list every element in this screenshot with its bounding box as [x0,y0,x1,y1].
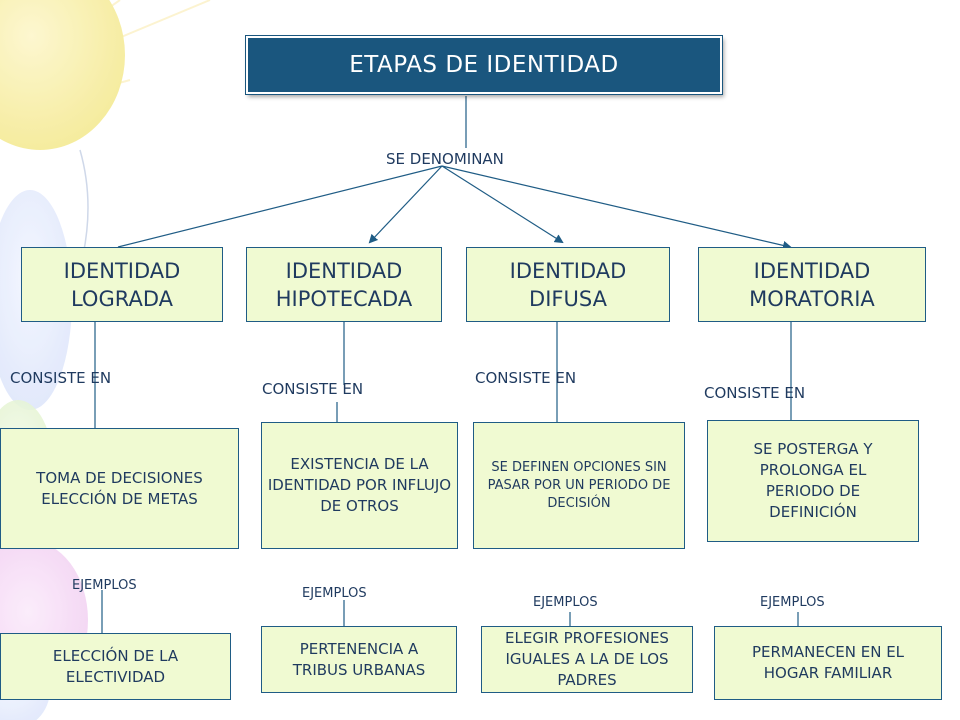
stage-label-difusa: IDENTIDAD DIFUSA [509,258,627,311]
connector-ejemplos-hipotecada: EJEMPLOS [302,586,367,601]
title-box: ETAPAS DE IDENTIDAD [245,35,723,95]
description-text-difusa: SE DEFINEN OPCIONES SIN PASAR POR UN PER… [487,459,671,511]
description-box-moratoria: SE POSTERGA Y PROLONGA EL PERIODO DE DEF… [707,420,919,542]
example-box-difusa: ELEGIR PROFESIONES IGUALES A LA DE LOS P… [481,626,693,693]
connector-ejemplos-moratoria: EJEMPLOS [760,595,825,610]
description-box-difusa: SE DEFINEN OPCIONES SIN PASAR POR UN PER… [473,422,685,549]
stage-box-difusa: IDENTIDAD DIFUSA [466,247,670,322]
description-box-lograda: TOMA DE DECISIONES ELECCIÓN DE METAS [0,428,239,549]
description-text-moratoria: SE POSTERGA Y PROLONGA EL PERIODO DE DEF… [753,440,873,521]
connector-ejemplos-difusa: EJEMPLOS [533,595,598,610]
example-text-moratoria: PERMANECEN EN EL HOGAR FAMILIAR [751,643,905,682]
example-box-lograda: ELECCIÓN DE LA ELECTIVIDAD [0,633,231,700]
example-box-moratoria: PERMANECEN EN EL HOGAR FAMILIAR [714,626,942,700]
stage-box-lograda: IDENTIDAD LOGRADA [21,247,223,322]
description-text-lograda: TOMA DE DECISIONES ELECCIÓN DE METAS [36,468,203,508]
example-text-difusa: ELEGIR PROFESIONES IGUALES A LA DE LOS P… [505,629,669,689]
stage-box-moratoria: IDENTIDAD MORATORIA [698,247,926,322]
stage-label-lograda: IDENTIDAD LOGRADA [63,258,181,311]
description-box-hipotecada: EXISTENCIA DE LA IDENTIDAD POR INFLUJO D… [261,422,458,549]
connector-se-denominan: SE DENOMINAN [386,150,504,168]
stage-box-hipotecada: IDENTIDAD HIPOTECADA [246,247,442,322]
example-text-hipotecada: PERTENENCIA A TRIBUS URBANAS [292,639,426,679]
connector-ejemplos-lograda: EJEMPLOS [72,578,137,593]
description-text-hipotecada: EXISTENCIA DE LA IDENTIDAD POR INFLUJO D… [267,455,452,515]
connector-consiste-en-hipotecada: CONSISTE EN [262,380,364,398]
example-box-hipotecada: PERTENENCIA A TRIBUS URBANAS [261,626,457,693]
connector-consiste-en-lograda: CONSISTE EN [10,369,112,387]
stage-label-moratoria: IDENTIDAD MORATORIA [749,258,875,311]
stage-label-hipotecada: IDENTIDAD HIPOTECADA [275,258,413,311]
example-text-lograda: ELECCIÓN DE LA ELECTIVIDAD [52,646,179,686]
connector-consiste-en-difusa: CONSISTE EN [475,369,577,387]
connector-consiste-en-moratoria: CONSISTE EN [704,384,806,402]
